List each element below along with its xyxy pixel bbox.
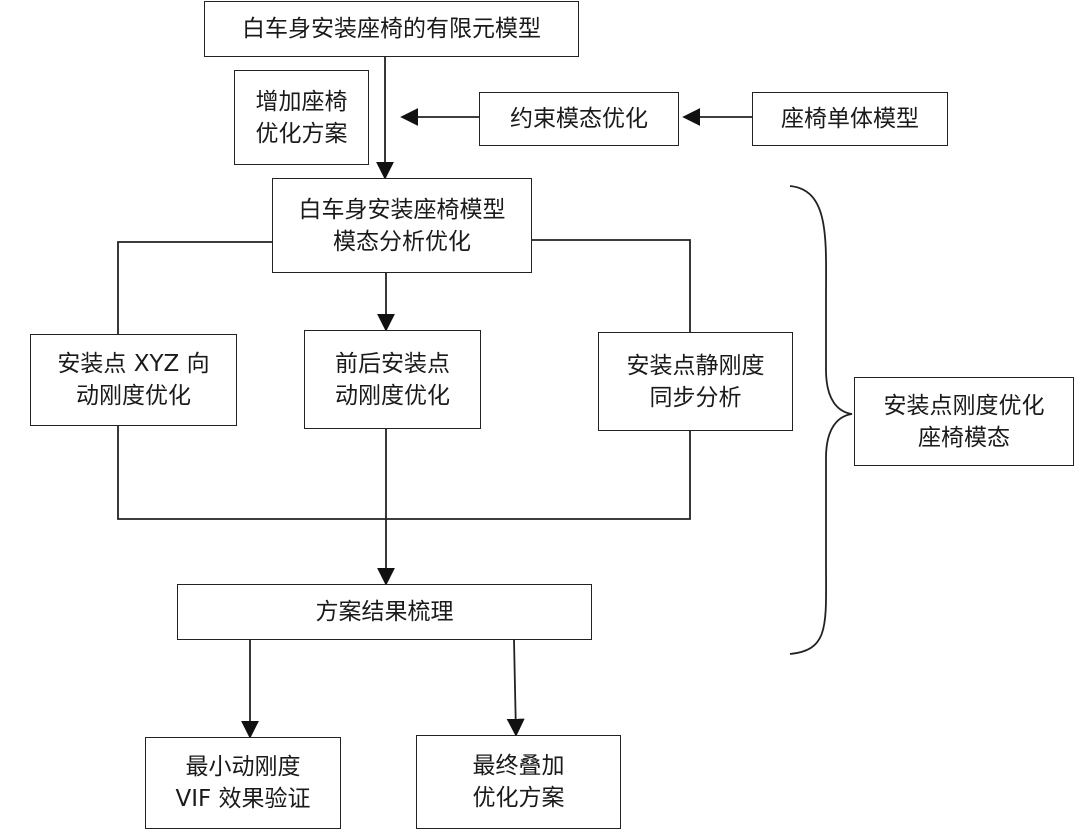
node-vif-verify-line2: VIF 效果验证: [175, 786, 311, 812]
node-front-rear-opt-line2: 动刚度优化: [335, 382, 450, 409]
node-add-scheme-line2: 优化方案: [255, 120, 348, 147]
node-modal-opt: 白车身安装座椅模型 模态分析优化: [272, 178, 532, 273]
node-constraint-opt: 约束模态优化: [479, 92, 679, 146]
branch-left: [117, 241, 272, 334]
node-result-sort-label: 方案结果梳理: [315, 599, 454, 625]
node-add-scheme-line1: 增加座椅: [255, 88, 348, 115]
arrow-result-to-final: [506, 639, 525, 737]
node-fe-model-label: 白车身安装座椅的有限元模型: [242, 16, 541, 42]
node-seat-model-label: 座椅单体模型: [781, 106, 919, 132]
merge-left: [117, 426, 691, 520]
node-modal-opt-line1: 白车身安装座椅模型: [298, 196, 506, 223]
node-seat-model: 座椅单体模型: [752, 92, 948, 146]
node-static-sync-line2: 同步分析: [649, 384, 742, 411]
node-static-sync-line1: 安装点静刚度: [626, 352, 765, 379]
node-front-rear-opt: 前后安装点 动刚度优化: [304, 330, 481, 429]
branch-right: [532, 239, 691, 332]
node-side-label-line2: 座椅模态: [918, 424, 1010, 451]
node-xyz-opt-line2: 动刚度优化: [76, 383, 191, 409]
node-add-scheme: 增加座椅 优化方案: [234, 70, 369, 165]
node-side-label: 安装点刚度优化 座椅模态: [854, 377, 1074, 466]
node-fe-model: 白车身安装座椅的有限元模型: [204, 1, 579, 57]
node-final-overlay-line1: 最终叠加: [472, 753, 565, 779]
node-constraint-opt-label: 约束模态优化: [510, 106, 648, 132]
node-modal-opt-line2: 模态分析优化: [333, 228, 471, 255]
node-vif-verify: 最小动刚度 VIF 效果验证: [145, 737, 341, 829]
node-final-overlay-line2: 优化方案: [472, 785, 565, 811]
curly-brace: [789, 185, 853, 655]
node-side-label-line1: 安装点刚度优化: [883, 392, 1045, 419]
node-xyz-opt-line1: 安装点 XYZ 向: [57, 351, 210, 377]
node-vif-verify-line1: 最小动刚度: [185, 754, 301, 780]
node-xyz-opt: 安装点 XYZ 向 动刚度优化: [30, 334, 237, 426]
node-static-sync: 安装点静刚度 同步分析: [598, 332, 793, 431]
node-final-overlay: 最终叠加 优化方案: [416, 735, 621, 829]
node-result-sort: 方案结果梳理: [177, 584, 592, 640]
node-front-rear-opt-line1: 前后安装点: [335, 350, 450, 377]
